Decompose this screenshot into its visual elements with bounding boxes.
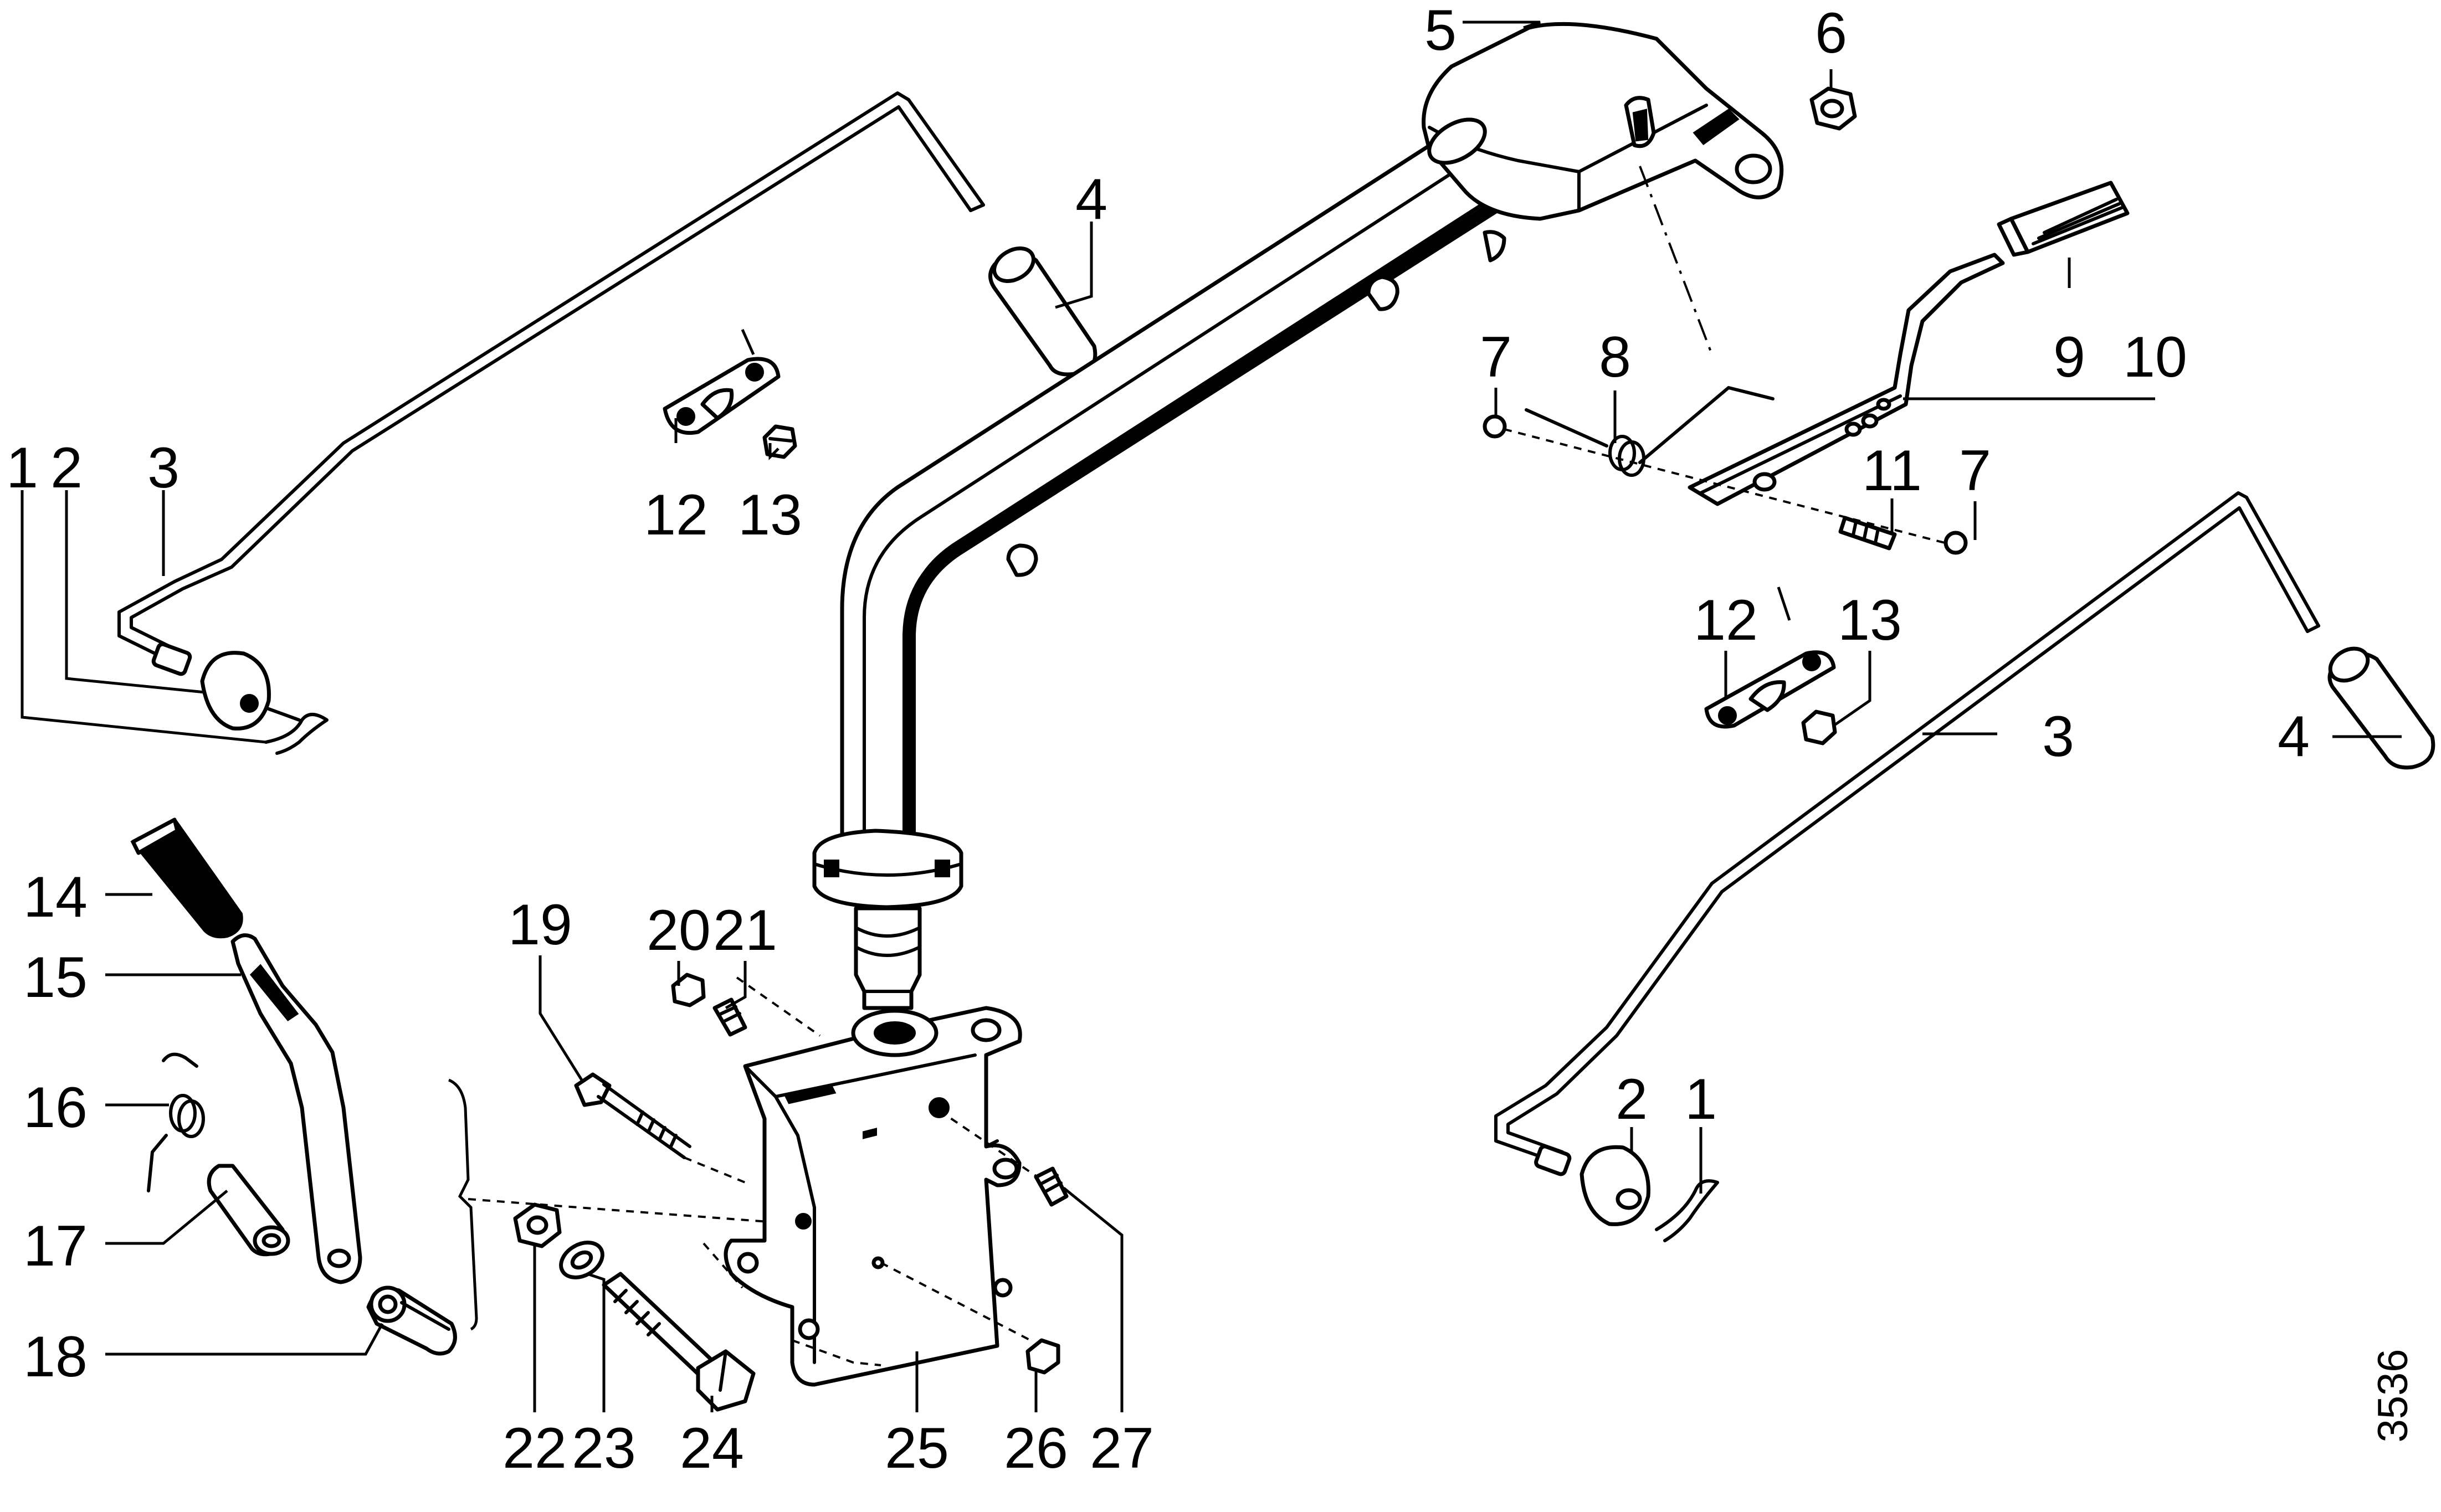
callout-labels: 1 2 3 4 5 6 7 8 9 10 11 7 12 13 12 13 3 … (6, 0, 2310, 1480)
pivot-pin (1838, 516, 1897, 551)
callout-20: 20 (647, 898, 711, 963)
callout-4-right: 4 (2278, 704, 2310, 769)
callout-25: 25 (885, 1416, 949, 1480)
callout-11: 11 (1862, 439, 1922, 503)
right-handle-knob (2327, 646, 2435, 770)
callout-3-left: 3 (147, 436, 180, 500)
lower-lever-grip (130, 817, 243, 939)
lever-to-bracket-line (468, 1198, 798, 1225)
lower-clamp-axis (1777, 587, 1791, 621)
hex-bolt (602, 1272, 756, 1412)
callout-16: 16 (23, 1076, 88, 1140)
upper-clamp-axis (741, 328, 755, 356)
callout-1-right: 1 (1685, 1067, 1717, 1132)
left-spring-clip (264, 713, 329, 755)
left-ball-joint (200, 651, 301, 731)
mounting-bracket (724, 1006, 1022, 1387)
callout-18: 18 (23, 1325, 88, 1389)
bracket-stud-line (736, 976, 821, 1037)
long-bolt (574, 1072, 691, 1159)
bracket-right-line (938, 1109, 1043, 1181)
right-ball-joint (1580, 1145, 1650, 1226)
tube-flange (812, 829, 963, 909)
left-handle-knob (988, 246, 1098, 377)
callout-12-lower: 12 (1694, 588, 1758, 652)
upper-clamp-nut (762, 424, 797, 459)
left-circlip (1483, 414, 1507, 439)
pin-axis-line (1504, 428, 1945, 544)
main-tube (840, 136, 1510, 866)
lower-clamp-plate (1704, 650, 1836, 729)
callout-24: 24 (680, 1416, 744, 1480)
drawing-number: 3536 (2370, 1349, 2417, 1442)
lower-lever-pivot (366, 1285, 457, 1356)
callout-2-right: 2 (1616, 1067, 1648, 1132)
right-spring-clip (1655, 1179, 1719, 1242)
callout-21: 21 (713, 898, 777, 963)
callout-9: 9 (2053, 325, 2085, 389)
callout-10: 10 (2123, 325, 2187, 389)
right-pedal-pad (1997, 181, 2130, 257)
torsion-spring (1525, 386, 1775, 477)
housing-nut (1809, 86, 1857, 131)
callout-15: 15 (23, 945, 88, 1010)
bracket-stud (1034, 1166, 1069, 1207)
callout-leaders (20, 20, 2402, 1412)
lower-nut (513, 1202, 562, 1248)
callout-4-left: 4 (1075, 167, 1107, 232)
callout-17: 17 (23, 1214, 88, 1278)
bracket-nut (1025, 1338, 1060, 1375)
tube-housing (1422, 22, 1784, 221)
callout-1-left: 1 (6, 436, 38, 500)
callout-13-upper: 13 (738, 483, 802, 547)
lever-group-bracket (448, 1078, 478, 1331)
right-control-rod (1494, 491, 2320, 1176)
lower-lever-arm (230, 933, 362, 1284)
bracket-bottom-line (792, 1339, 881, 1366)
upper-clamp-plate (663, 357, 781, 435)
callout-5: 5 (1424, 0, 1457, 63)
callout-19: 19 (508, 893, 572, 957)
callout-7-right: 7 (1959, 439, 1991, 503)
bracket-bolt-line (684, 1156, 746, 1184)
tube-shaft-end (854, 906, 922, 1010)
right-circlip (1943, 531, 1968, 555)
callout-8: 8 (1599, 325, 1631, 389)
callout-14: 14 (23, 865, 88, 929)
lower-lever-spring (147, 1052, 205, 1192)
callout-12-upper: 12 (644, 483, 708, 547)
callout-2-left: 2 (50, 436, 83, 500)
stud-nut (671, 973, 706, 1007)
lower-clamp-nut (1801, 709, 1837, 745)
left-control-rod (117, 91, 985, 676)
callout-6: 6 (1815, 1, 1847, 65)
lower-washer (559, 1241, 604, 1279)
stud (712, 997, 747, 1037)
callout-3-right: 3 (2042, 704, 2074, 769)
spring-to-housing-line (1639, 166, 1713, 355)
callout-23: 23 (572, 1416, 636, 1480)
lower-lever-bushing (207, 1164, 290, 1257)
right-lever-arm (1688, 253, 2005, 506)
callout-22: 22 (502, 1416, 567, 1480)
callout-26: 26 (1004, 1416, 1068, 1480)
callout-27: 27 (1090, 1416, 1154, 1480)
bracket-washer-line (702, 1242, 743, 1289)
callout-13-lower: 13 (1838, 588, 1902, 652)
callout-7-left: 7 (1480, 325, 1512, 389)
